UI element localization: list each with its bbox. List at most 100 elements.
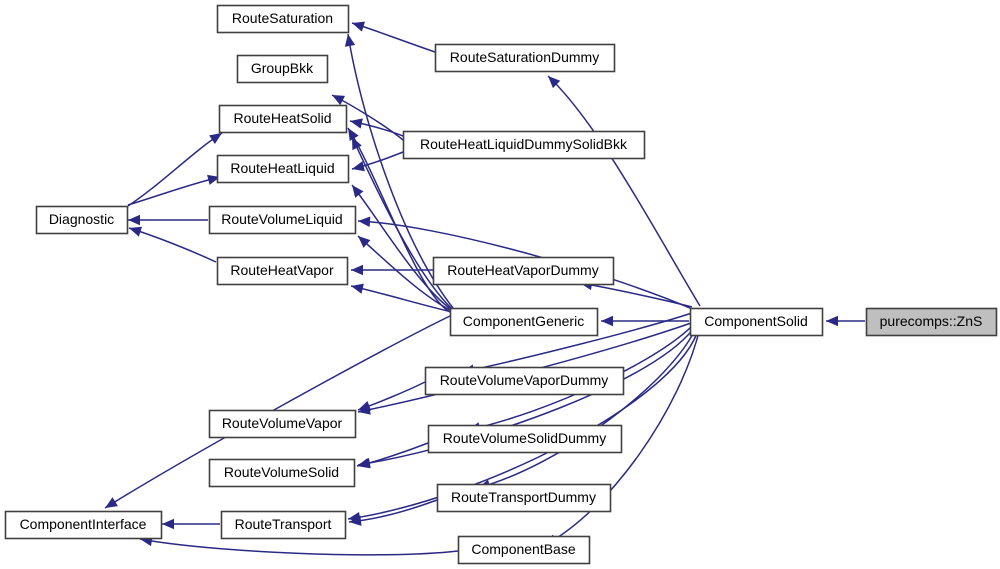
class-node-Diagnostic[interactable]: Diagnostic — [35, 205, 129, 235]
node-box[interactable] — [218, 104, 348, 134]
node-box[interactable] — [424, 366, 625, 396]
edge-arrowhead — [548, 76, 561, 89]
class-node-GroupBkk[interactable]: GroupBkk — [236, 54, 329, 84]
class-node-purecomps-ZnS[interactable]: purecomps::ZnS — [865, 307, 998, 337]
class-node-RouteVolumeVapor[interactable]: RouteVolumeVapor — [208, 409, 357, 439]
edge-line — [128, 227, 217, 263]
edges-layer — [104, 21, 865, 556]
node-box[interactable] — [402, 130, 646, 160]
edge-arrowhead — [344, 34, 356, 47]
edge-arrowhead — [351, 264, 363, 276]
class-node-RouteTransportDummy[interactable]: RouteTransportDummy — [436, 483, 612, 513]
edge-line — [139, 538, 459, 556]
node-box[interactable] — [208, 409, 357, 439]
edge-ComponentGeneric-to-RouteHeatLiquid — [351, 184, 453, 311]
edge-arrowhead — [105, 497, 118, 508]
node-box[interactable] — [449, 307, 599, 337]
edge-arrowhead — [358, 404, 371, 415]
edge-line — [104, 314, 453, 509]
class-node-ComponentSolid[interactable]: ComponentSolid — [689, 307, 824, 337]
edge-arrowhead — [348, 512, 361, 523]
class-node-RouteVolumeSolid[interactable]: RouteVolumeSolid — [208, 458, 356, 488]
node-box[interactable] — [689, 307, 824, 337]
node-box[interactable] — [434, 43, 616, 73]
class-node-RouteSaturation[interactable]: RouteSaturation — [216, 4, 350, 34]
edge-arrowhead — [352, 21, 366, 32]
edge-line — [348, 499, 438, 523]
edge-line — [544, 327, 701, 546]
node-box[interactable] — [216, 4, 350, 34]
edge-Diagnostic-to-RouteHeatLiquid — [127, 174, 221, 206]
edge-Diagnostic-to-RouteHeatSolid — [127, 132, 223, 207]
class-node-ComponentBase[interactable]: ComponentBase — [457, 535, 591, 565]
edge-ComponentSolid-to-RouteVolumeLiquid — [357, 216, 691, 309]
edge-arrowhead — [351, 283, 364, 294]
edge-arrowhead — [209, 133, 222, 144]
edge-purecomps::ZnS-to-ComponentSolid — [826, 315, 865, 327]
node-box[interactable] — [427, 424, 623, 454]
class-node-RouteHeatLiquid[interactable]: RouteHeatLiquid — [216, 154, 350, 184]
edge-ComponentSolid-to-RouteSaturationDummy — [547, 75, 701, 307]
edge-line — [347, 127, 453, 314]
class-node-RouteVolumeLiquid[interactable]: RouteVolumeLiquid — [208, 205, 357, 235]
class-node-RouteSaturationDummy[interactable]: RouteSaturationDummy — [434, 43, 616, 73]
edge-arrowhead — [352, 185, 364, 198]
edge-arrowhead — [129, 226, 143, 237]
node-box[interactable] — [220, 510, 347, 540]
node-box[interactable] — [432, 256, 615, 286]
edge-line — [127, 132, 223, 207]
class-node-RouteTransport[interactable]: RouteTransport — [220, 510, 347, 540]
edge-arrowhead — [352, 161, 365, 172]
edge-line — [547, 75, 701, 307]
class-node-RouteHeatSolid[interactable]: RouteHeatSolid — [218, 104, 348, 134]
edge-RouteHeatVaporDummy-to-RouteHeatVapor — [351, 264, 433, 276]
edge-arrowhead — [358, 236, 371, 248]
edge-arrowhead — [332, 95, 346, 106]
node-box[interactable] — [4, 510, 163, 540]
edge-arrowhead — [350, 118, 363, 129]
class-node-RouteVolumeSolidDummy[interactable]: RouteVolumeSolidDummy — [427, 424, 623, 454]
edge-RouteSaturationDummy-to-RouteSaturation — [351, 21, 436, 53]
node-box[interactable] — [35, 205, 129, 235]
node-box[interactable] — [236, 54, 329, 84]
edge-RouteTransportDummy-to-RouteTransport — [348, 499, 438, 526]
edge-arrowhead — [826, 315, 838, 327]
node-box[interactable] — [216, 154, 350, 184]
edge-RouteHeatLiquidDummySolidBkk-to-GroupBkk — [331, 94, 404, 141]
edge-ComponentGeneric-to-RouteHeatVapor — [350, 283, 453, 313]
edge-ComponentSolid-to-RouteVolumeSolid — [357, 324, 697, 469]
edge-arrowhead — [128, 214, 140, 226]
edge-arrowhead — [601, 315, 613, 327]
edge-RouteVolumeLiquid-to-Diagnostic — [128, 214, 208, 226]
edge-ComponentSolid-to-ComponentGeneric — [601, 315, 689, 327]
edge-RouteHeatLiquidDummySolidBkk-to-RouteHeatSolid — [349, 118, 404, 137]
edge-arrowhead — [162, 518, 174, 530]
node-box[interactable] — [436, 483, 612, 513]
edge-line — [351, 22, 436, 53]
edge-arrowhead — [358, 216, 371, 227]
node-box[interactable] — [208, 205, 357, 235]
edge-RouteHeatVapor-to-Diagnostic — [128, 226, 217, 263]
node-box[interactable] — [216, 256, 349, 286]
class-node-ComponentInterface[interactable]: ComponentInterface — [4, 510, 163, 540]
edge-line — [357, 324, 697, 466]
edge-line — [477, 325, 698, 489]
class-node-RouteHeatVapor[interactable]: RouteHeatVapor — [216, 256, 349, 286]
edge-ComponentGeneric-to-RouteHeatSolid2 — [347, 127, 453, 314]
class-node-RouteHeatLiquidDummySolidBkk[interactable]: RouteHeatLiquidDummySolidBkk — [402, 130, 646, 160]
edge-line — [351, 184, 453, 311]
edge-arrowhead — [358, 457, 371, 469]
class-node-RouteVolumeVaporDummy[interactable]: RouteVolumeVaporDummy — [424, 366, 625, 396]
node-box[interactable] — [865, 307, 998, 337]
edge-ComponentSolid-to-RouteTransportDummy — [477, 325, 698, 490]
edge-line — [127, 176, 221, 206]
node-box[interactable] — [208, 458, 356, 488]
edge-arrowhead — [348, 128, 359, 141]
edge-ComponentGeneric-to-ComponentInterface — [104, 314, 453, 509]
node-box[interactable] — [457, 535, 591, 565]
class-node-RouteHeatVaporDummy[interactable]: RouteHeatVaporDummy — [432, 256, 615, 286]
edge-RouteHeatLiquidDummySolidBkk-to-RouteHeatLiquid — [351, 151, 404, 172]
class-node-ComponentGeneric[interactable]: ComponentGeneric — [449, 307, 599, 337]
